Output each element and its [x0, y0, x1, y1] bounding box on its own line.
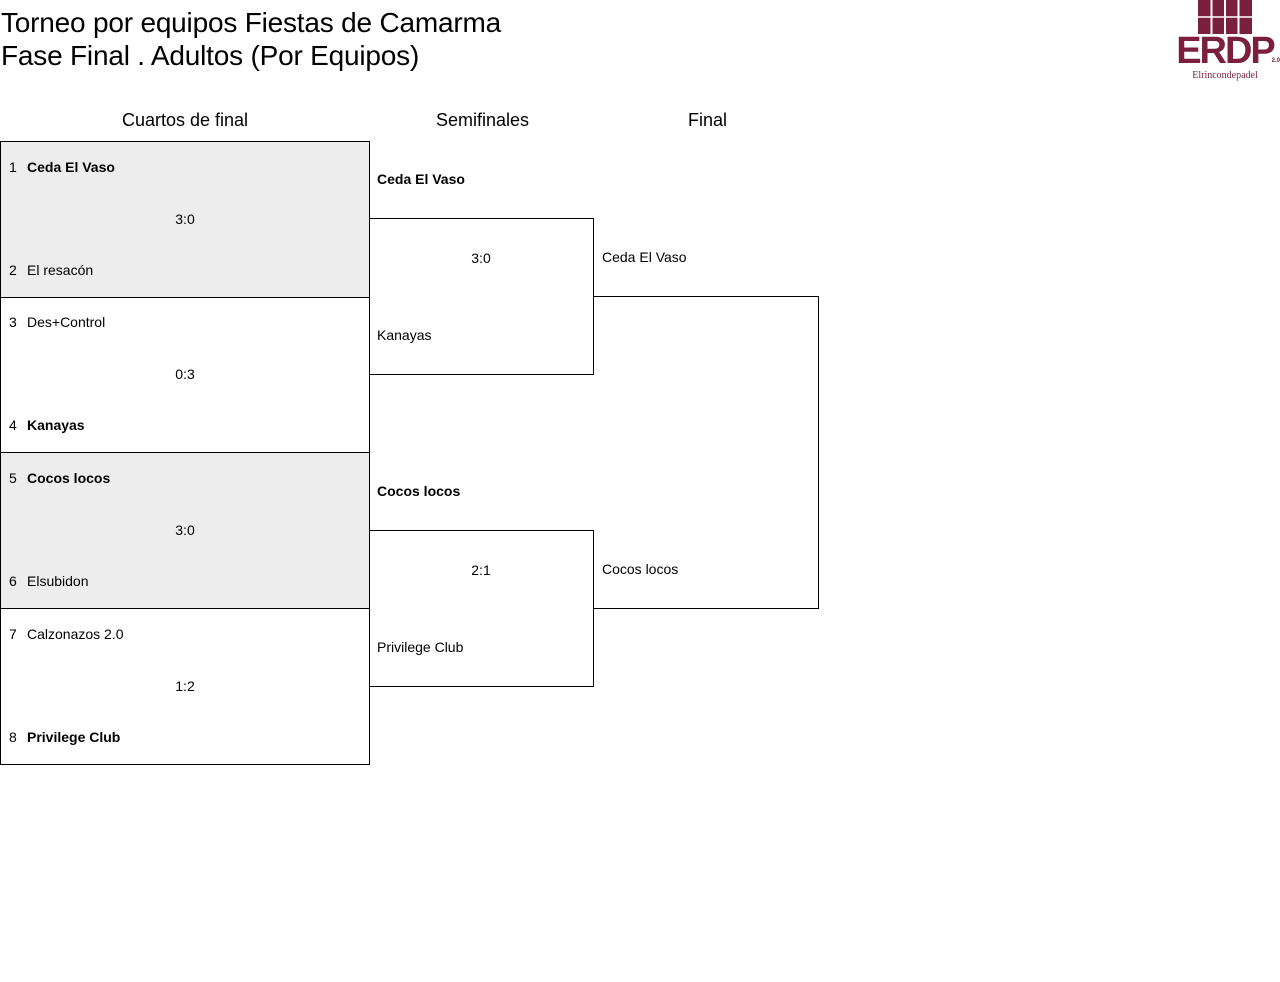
logo-version: 2.0: [1271, 58, 1280, 64]
seed-number: 7: [9, 626, 17, 642]
round-header-semifinals: Semifinales: [435, 110, 530, 130]
team-name: Cocos locos: [27, 470, 111, 486]
erdp-logo[interactable]: ERDP 2.0 Elrincondepadel: [1170, 0, 1280, 82]
seed-number: 2: [9, 262, 17, 278]
qf-team-row: 5 Cocos locos: [9, 469, 110, 487]
seed-number: 5: [9, 470, 17, 486]
logo-text: ERDP: [1176, 30, 1276, 72]
semifinal-1-team-a: Ceda El Vaso: [377, 171, 465, 187]
semifinal-2-team-a: Cocos locos: [377, 483, 461, 499]
semifinal-match-2[interactable]: 2:1: [369, 530, 594, 687]
final-team-a: Ceda El Vaso: [602, 249, 687, 265]
match-score: 3:0: [175, 211, 195, 227]
match-score: 3:0: [175, 522, 195, 538]
final-team-b: Cocos locos: [602, 561, 679, 577]
team-name: Des+Control: [27, 314, 106, 330]
match-score: 1:2: [175, 678, 195, 694]
qf-team-row: 8 Privilege Club: [9, 728, 120, 746]
qf-team-row: 2 El resacón: [9, 261, 93, 279]
semifinal-match-1[interactable]: 3:0: [369, 218, 594, 375]
qf-team-row: 3 Des+Control: [9, 313, 105, 331]
semifinal-2-team-b: Privilege Club: [377, 639, 464, 655]
round-header-final: Final: [687, 110, 727, 130]
seed-number: 6: [9, 573, 17, 589]
team-name: El resacón: [27, 262, 94, 278]
qf-team-row: 4 Kanayas: [9, 416, 85, 434]
round-header-quarterfinals: Cuartos de final: [121, 110, 249, 130]
team-name: Privilege Club: [27, 729, 121, 745]
qf-team-row: 1 Ceda El Vaso: [9, 158, 115, 176]
quarterfinal-match-3[interactable]: 5 Cocos locos 3:0 6 Elsubidon: [0, 452, 370, 609]
quarterfinal-match-4[interactable]: 7 Calzonazos 2.0 1:2 8 Privilege Club: [0, 609, 370, 765]
seed-number: 1: [9, 159, 17, 175]
team-name: Calzonazos 2.0: [27, 626, 124, 642]
title-line-1: Torneo por equipos Fiestas de Camarma: [1, 7, 501, 38]
match-score: 2:1: [471, 562, 491, 578]
quarterfinal-match-2[interactable]: 3 Des+Control 0:3 4 Kanayas: [0, 297, 370, 453]
final-match[interactable]: [594, 296, 819, 609]
team-name: Ceda El Vaso: [27, 159, 115, 175]
seed-number: 8: [9, 729, 17, 745]
logo-subtitle: Elrincondepadel: [1192, 70, 1258, 81]
team-name: Elsubidon: [27, 573, 89, 589]
team-name: Kanayas: [27, 417, 85, 433]
title-line-2: Fase Final . Adultos (Por Equipos): [1, 40, 420, 71]
seed-number: 4: [9, 417, 17, 433]
qf-team-row: 7 Calzonazos 2.0: [9, 625, 124, 643]
seed-number: 3: [9, 314, 17, 330]
match-score: 3:0: [471, 250, 491, 266]
quarterfinal-match-1[interactable]: 1 Ceda El Vaso 3:0 2 El resacón: [0, 141, 370, 298]
semifinal-1-team-b: Kanayas: [377, 327, 432, 343]
qf-team-row: 6 Elsubidon: [9, 572, 89, 590]
padel-court-icon: [1198, 0, 1252, 34]
match-score: 0:3: [175, 366, 195, 382]
page-title: Torneo por equipos Fiestas de Camarma Fa…: [1, 6, 501, 72]
